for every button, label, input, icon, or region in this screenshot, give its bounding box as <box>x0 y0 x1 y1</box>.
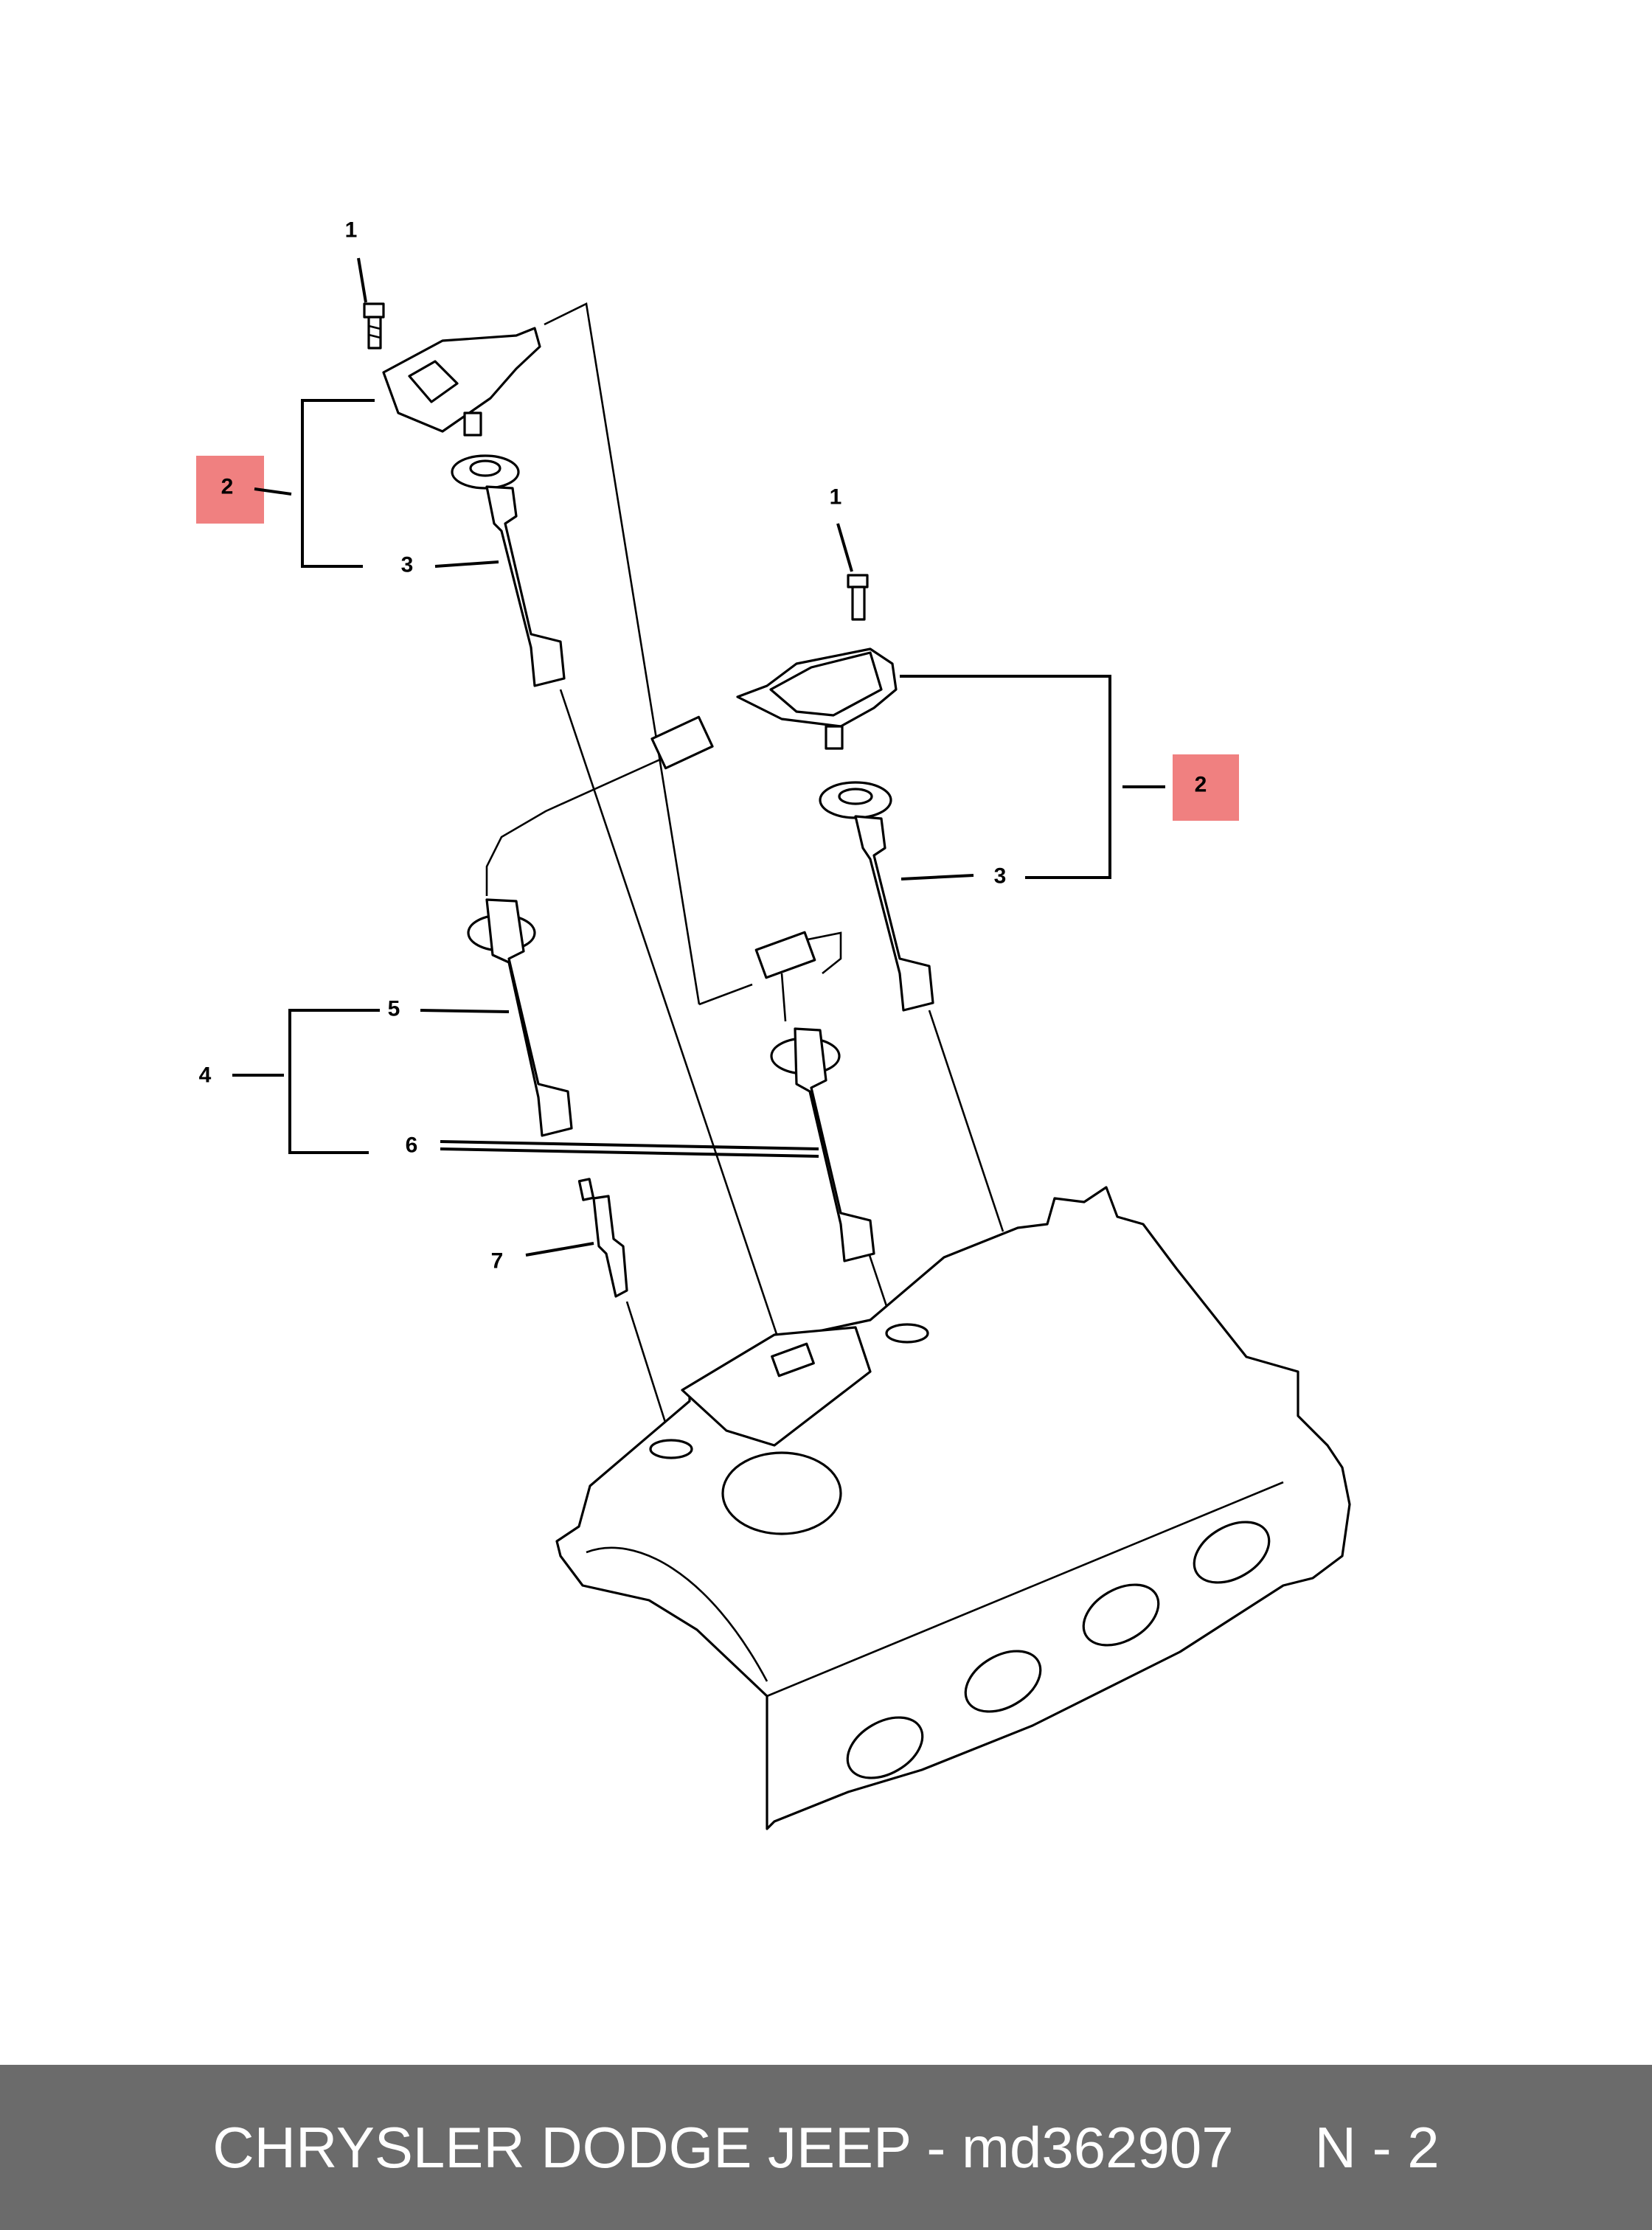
plug-boot-part <box>819 781 934 1012</box>
callout-2-highlight <box>196 456 264 524</box>
footer-page-code: N - 2 <box>1314 2114 1440 2180</box>
ignition-coil-part <box>382 327 541 437</box>
plug-boot-part <box>451 454 566 687</box>
callout-2: 2 <box>221 475 234 499</box>
bolt-part <box>847 574 869 621</box>
cylinder-head-part <box>555 1186 1351 1830</box>
footer-bar: CHRYSLER DODGE JEEP - md362907 N - 2 <box>0 2065 1652 2230</box>
ignition-wire-part <box>467 715 714 1137</box>
ignition-parts-diagram: 1 2 3 1 2 3 4 5 6 7 <box>196 218 1351 1830</box>
callout-2-highlight <box>1173 754 1239 821</box>
callout-3: 3 <box>401 553 414 577</box>
leader-lines <box>232 257 1165 1446</box>
callout-3: 3 <box>994 864 1007 889</box>
callout-7: 7 <box>491 1249 504 1274</box>
callout-4: 4 <box>199 1063 212 1088</box>
callout-6: 6 <box>406 1133 418 1158</box>
footer-brand-part-number: CHRYSLER DODGE JEEP - md362907 <box>212 2114 1234 2180</box>
callout-1: 1 <box>830 485 842 510</box>
bolt-part <box>363 302 385 350</box>
ignition-wire-part <box>754 931 875 1262</box>
callout-2: 2 <box>1195 773 1207 797</box>
spark-plug-part <box>577 1178 628 1298</box>
callout-5: 5 <box>388 997 400 1021</box>
ignition-coil-part <box>736 647 898 750</box>
callout-1: 1 <box>345 218 358 243</box>
